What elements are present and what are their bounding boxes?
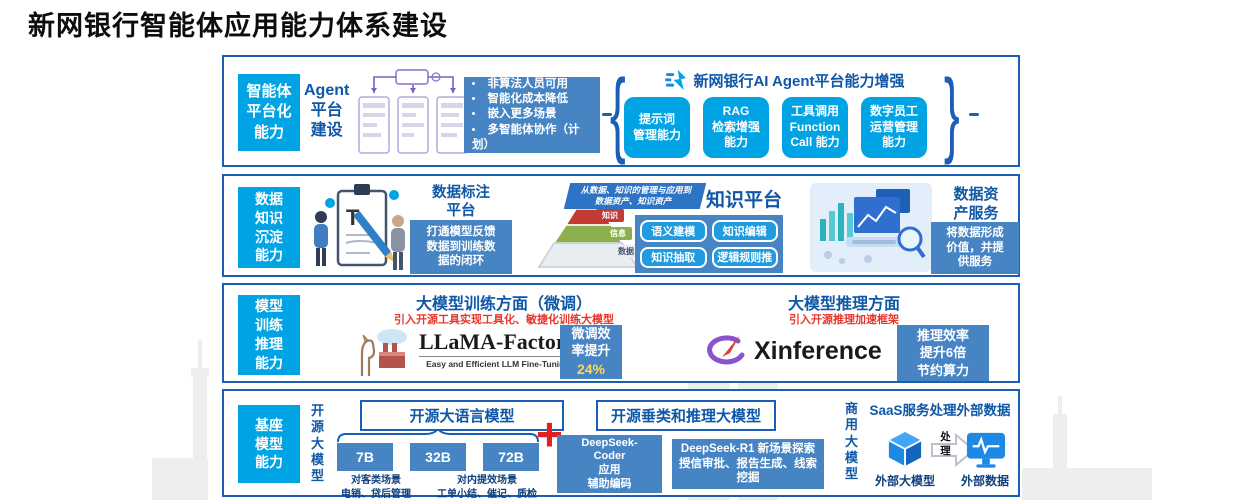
saas-title: SaaS服务处理外部数据	[869, 403, 1011, 418]
annotation-platform-title: 数据标注 平台	[432, 185, 490, 220]
page-title: 新网银行智能体应用能力体系建设	[28, 11, 448, 41]
llama-factory-icon	[360, 329, 407, 376]
agent-enhance-title: 新网银行AI Agent平台能力增强	[693, 72, 905, 90]
pyramid-tag-information: 信息	[604, 227, 632, 240]
svg-text:T: T	[346, 205, 360, 230]
process-label: 处理	[940, 431, 951, 457]
connector-dash	[602, 113, 612, 116]
capability-rag: RAG 检索增强 能力	[703, 97, 769, 158]
open-source-vertical-label: 开源大模型	[310, 403, 324, 483]
agent-flow-diagram	[358, 69, 468, 154]
row1-label: 智能体 平台化 能力	[238, 74, 300, 151]
flash-icon	[665, 69, 687, 91]
benefit-item: 嵌入更多场景	[472, 107, 557, 122]
capability-prompt: 提示词 管理能力	[624, 97, 690, 158]
llama-factory-wordmark: LLaMA-Factory Easy and Efficient LLM Fin…	[419, 329, 577, 369]
annotation-platform-box: 打通模型反馈 数据到训练数 据的闭环	[410, 220, 512, 274]
row-foundation-models: 基座 模型 能力 开源大模型 开源大语言模型 7B 32B 72B 对客类场景 …	[222, 389, 1020, 500]
row4-label: 基座 模型 能力	[238, 405, 300, 483]
data-annotation-illustration: T	[314, 184, 405, 270]
model-size-32b: 32B	[410, 443, 466, 471]
row-model-training: 模型 训练 推理 能力 大模型训练方面（微调） 引入开源工具实现工具化、敏捷化训…	[222, 283, 1020, 383]
data-asset-box: 将数据形成 价值，并提 供服务	[931, 222, 1019, 274]
open-llm-title: 开源大语言模型	[360, 400, 564, 431]
benefit-item: 多智能体协作（计划）	[472, 123, 592, 153]
benefit-item: 智能化成本降低	[472, 92, 569, 107]
city-silhouette-left-block	[152, 458, 208, 500]
capability-digital-employee: 数字员工 运营管理 能力	[861, 97, 927, 158]
city-silhouette-right-block	[1022, 468, 1152, 500]
external-data-monitor-icon	[966, 432, 1006, 468]
knowledge-item-semantic-modeling: 语义建模	[640, 220, 707, 242]
model-size-7b: 7B	[337, 443, 393, 471]
external-model-cube-icon	[886, 429, 924, 469]
llama-factory-tagline: Easy and Efficient LLM Fine-Tuning	[419, 356, 577, 369]
data-asset-illustration	[810, 183, 932, 272]
left-brace: {	[609, 60, 626, 166]
xinference-name: Xinference	[754, 337, 882, 365]
agent-benefits-box: 非算法人员可用 智能化成本降低 嵌入更多场景 多智能体协作（计划）	[464, 77, 600, 153]
customer-scenarios-caption: 对客类场景 电销、贷后管理	[341, 475, 411, 500]
row-agent-platform: 智能体 平台化 能力 Agent 平台 建设 非算法人员可用 智能化成本降低 嵌…	[222, 55, 1020, 167]
row3-label: 模型 训练 推理 能力	[238, 295, 300, 375]
benefit-item: 非算法人员可用	[472, 77, 569, 92]
inference-subtitle: 引入开源推理加速框架	[789, 314, 899, 326]
finetune-gain-box: 微调效 率提升 24%	[560, 325, 622, 379]
right-brace: }	[943, 60, 960, 166]
inference-title: 大模型推理方面	[787, 296, 900, 313]
row2-label: 数据 知识 沉淀 能力	[238, 187, 300, 268]
knowledge-platform-title: 知识平台	[706, 190, 783, 211]
pyramid-tag-data: 数据	[612, 245, 640, 258]
internal-scenarios-caption: 对内提效场景 工单小结、催记、质检	[437, 475, 537, 500]
finetune-gain-value: 24%	[576, 360, 606, 377]
external-model-label: 外部大模型	[874, 474, 935, 488]
llama-factory-name: LLaMA-Factory	[419, 329, 577, 354]
sizes-brace	[337, 429, 539, 443]
model-size-72b: 72B	[483, 443, 539, 471]
process-arrow	[931, 432, 976, 468]
city-silhouette-left-spire	[198, 340, 202, 385]
deepseek-r1-box: DeepSeek-R1 新场景探索 授信审批、报告生成、线索 挖掘	[672, 439, 824, 489]
pyramid-banner: 从数据、知识的管理与应用到 数据资产、知识资产	[563, 183, 707, 210]
vertical-models-title: 开源垂类和推理大模型	[596, 400, 776, 431]
external-data-label: 外部数据	[960, 474, 1009, 488]
knowledge-item-logic-rules: 逻辑规则推	[711, 246, 778, 268]
training-title: 大模型训练方面（微调）	[415, 296, 592, 313]
knowledge-item-knowledge-extraction: 知识抽取	[640, 246, 707, 268]
row-data-knowledge: 数据 知识 沉淀 能力 T 数据标注 平台 打通模型反馈 数据到训练数 据的闭环…	[222, 174, 1020, 277]
capability-boxes: 提示词 管理能力 RAG 检索增强 能力 工具调用 Function Call …	[624, 97, 927, 158]
city-silhouette-left-cap	[191, 368, 209, 377]
agent-platform-title: Agent 平台 建设	[304, 82, 350, 139]
data-asset-title: 数据资 产服务	[953, 186, 999, 222]
inference-gain-box: 推理效率 提升6倍 节约算力	[897, 325, 989, 381]
pyramid-tag-knowledge: 知识	[596, 209, 624, 222]
training-subtitle: 引入开源工具实现工具化、敏捷化训练大模型	[394, 314, 614, 326]
deepseek-coder-box: DeepSeek- Coder 应用 辅助编码	[557, 435, 662, 493]
agent-enhance-title-row: 新网银行AI Agent平台能力增强	[632, 69, 938, 91]
city-silhouette-right-spire	[1058, 396, 1062, 416]
xinference-icon	[707, 335, 745, 365]
knowledge-item-knowledge-editing: 知识编辑	[711, 220, 778, 242]
connector-dash	[969, 113, 979, 116]
commercial-vertical-label: 商用大模型	[844, 401, 858, 481]
capability-function-call: 工具调用 Function Call 能力	[782, 97, 848, 158]
knowledge-panel: 语义建模 知识编辑 知识抽取 逻辑规则推	[635, 215, 783, 273]
